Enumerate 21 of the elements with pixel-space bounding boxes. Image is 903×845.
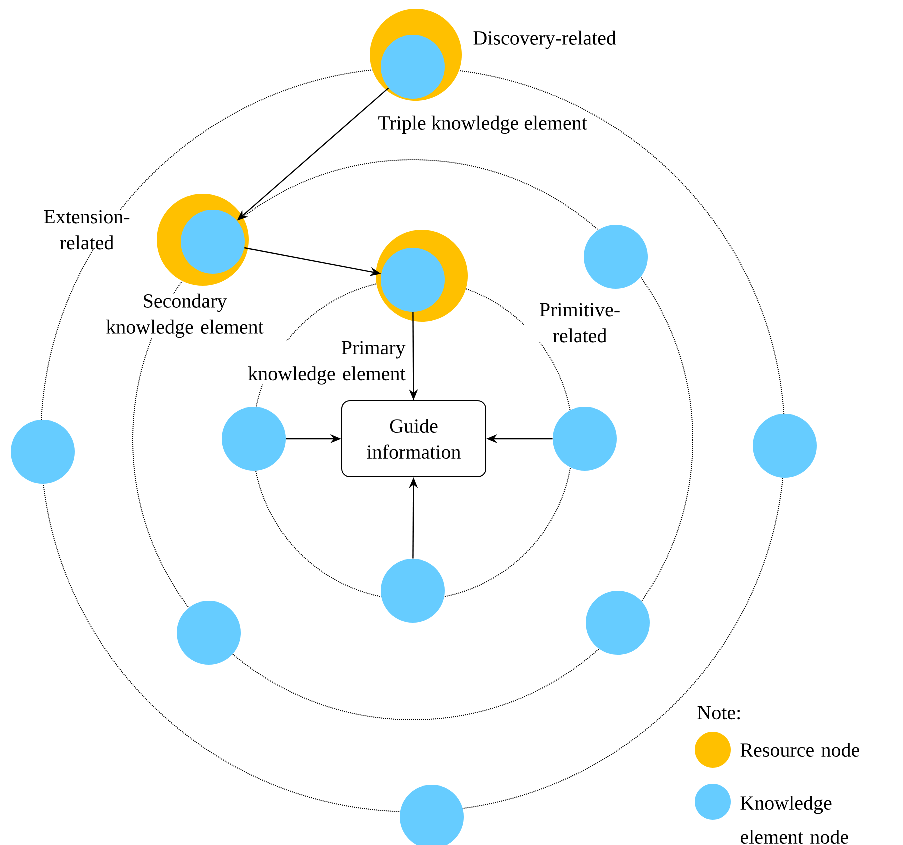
knowledge-circle [11, 420, 75, 484]
knowledge-circle [381, 559, 445, 623]
node-caption: Triple knowledge element [378, 116, 588, 134]
knowledge-circle [381, 248, 445, 312]
knowledge-circle [177, 601, 241, 665]
knowledge-circle [753, 414, 817, 478]
knowledge-circle [181, 210, 245, 274]
knowledge-circle [584, 225, 648, 289]
knowledge-circle [381, 35, 445, 99]
node-caption: Secondary knowledge element [92, 294, 278, 338]
node-caption: Discovery-related [473, 30, 616, 50]
knowledge-circle [222, 407, 286, 471]
node-caption: Primary knowledge element [234, 341, 406, 385]
legend-text: Resource node [740, 742, 860, 758]
legend-text: Knowledge element node [740, 796, 848, 844]
knowledge-circle [553, 407, 617, 471]
legend-heading: Note: [697, 706, 742, 720]
ring-label: Primitive-related [524, 303, 636, 343]
guide-box: Guide information [342, 400, 486, 478]
node-caption: Extension-related [31, 210, 143, 250]
knowledge-circle [586, 591, 650, 655]
